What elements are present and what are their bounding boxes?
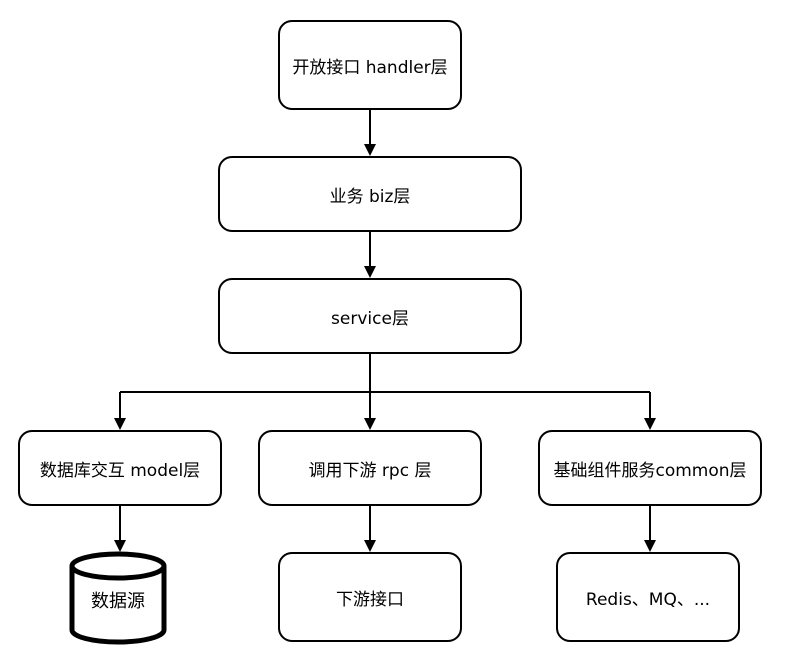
node-downstream-api: 下游接口 [278,552,462,642]
node-handler-label: 开放接口 handler层 [292,57,448,78]
node-handler-layer: 开放接口 handler层 [278,20,462,110]
node-components: Redis、MQ、... [556,552,740,642]
node-model-label: 数据库交互 model层 [39,460,201,481]
node-common-layer: 基础组件服务common层 [538,430,762,506]
node-biz-label: 业务 biz层 [329,186,411,207]
database-cylinder-icon [69,551,167,645]
node-components-label: Redis、MQ、... [585,589,711,610]
node-common-label: 基础组件服务common层 [553,460,747,481]
node-biz-layer: 业务 biz层 [218,156,522,232]
node-datasource-label: 数据源 [91,591,145,612]
node-model-layer: 数据库交互 model层 [18,430,222,506]
node-rpc-label: 调用下游 rpc 层 [308,460,432,481]
node-service-layer: service层 [218,278,522,354]
node-downstream-api-label: 下游接口 [336,589,404,610]
node-service-label: service层 [331,308,409,329]
node-rpc-layer: 调用下游 rpc 层 [258,430,482,506]
